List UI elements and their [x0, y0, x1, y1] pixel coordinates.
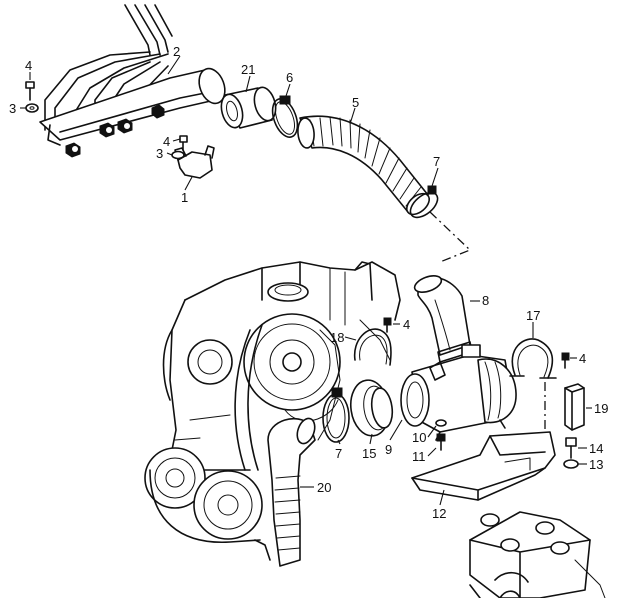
elbow-duct-8 — [413, 275, 473, 363]
callout-19: 19 — [594, 401, 608, 416]
sleeve-21 — [220, 86, 277, 129]
callout-3b: 3 — [156, 146, 163, 161]
callout-4c: 4 — [403, 317, 410, 332]
guide-line-upper — [429, 211, 472, 263]
callout-10: 10 — [412, 430, 426, 445]
rubber-block-19 — [564, 383, 585, 431]
callout-17: 17 — [526, 308, 540, 323]
corrugated-hose-5 — [297, 115, 431, 216]
callout-7b: 7 — [335, 446, 342, 461]
callout-labels: 2 4 3 4 3 1 21 6 5 7 8 18 4 17 4 19 14 1… — [9, 44, 608, 521]
callout-4a: 4 — [25, 58, 32, 73]
bracket-12 — [411, 431, 579, 501]
callout-4b: 4 — [163, 134, 170, 149]
hose-clamp-6 — [271, 95, 299, 138]
callout-8: 8 — [482, 293, 489, 308]
clip-10-screw-11 — [435, 419, 447, 451]
callout-12: 12 — [432, 506, 446, 521]
callout-13: 13 — [589, 457, 603, 472]
lower-bracket-assembly — [469, 511, 606, 598]
clamp-18 — [353, 317, 392, 366]
hose-clamp-7-lower — [322, 387, 350, 443]
bracket-1 — [171, 135, 215, 179]
leader-lines — [20, 55, 592, 506]
exhaust-pipes — [39, 4, 226, 158]
callout-6: 6 — [286, 70, 293, 85]
callout-18: 18 — [330, 330, 344, 345]
rubber-seal-15 — [349, 379, 394, 437]
callout-3a: 3 — [9, 101, 16, 116]
callout-9: 9 — [385, 442, 392, 457]
air-filter-housing-9 — [400, 344, 517, 441]
callout-1: 1 — [181, 190, 188, 205]
callout-21: 21 — [241, 62, 255, 77]
callout-20: 20 — [317, 480, 331, 495]
callout-15: 15 — [362, 446, 376, 461]
strap-17 — [509, 338, 570, 379]
callout-7a: 7 — [433, 154, 440, 169]
callout-5: 5 — [352, 95, 359, 110]
callout-4d: 4 — [579, 351, 586, 366]
intake-hose-20 — [267, 417, 316, 567]
engine-block — [144, 261, 401, 561]
callout-14: 14 — [589, 441, 603, 456]
callout-2: 2 — [173, 44, 180, 59]
screw-top-left — [25, 81, 39, 113]
callout-11: 11 — [412, 449, 426, 464]
